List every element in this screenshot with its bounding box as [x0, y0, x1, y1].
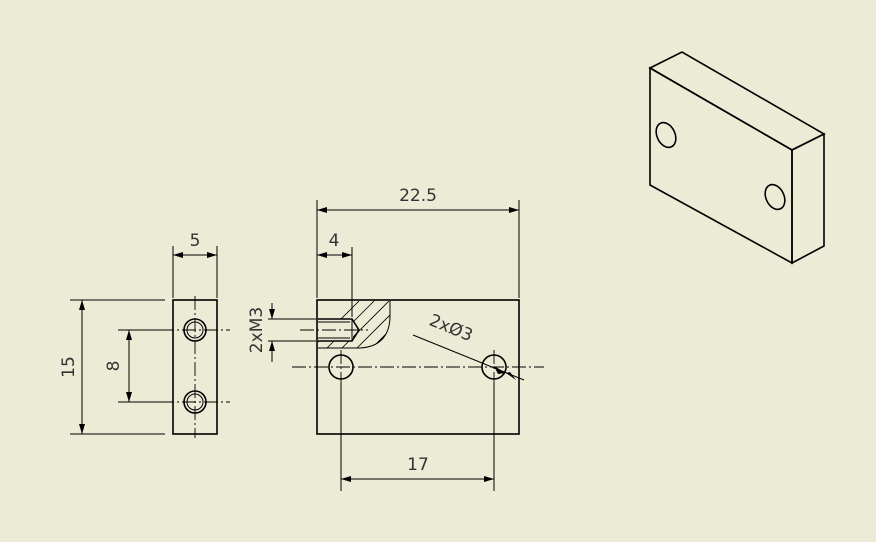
front-view-centerlines — [292, 350, 544, 384]
hole-callout: 2xØ3 — [412, 311, 525, 381]
dimension-thread-depth: 4 — [317, 231, 353, 317]
dimension-front-hole-spacing: 17 — [340, 382, 495, 491]
dimension-front-width: 22.5 — [316, 186, 520, 298]
dim-front-hole-spacing-text: 17 — [407, 455, 429, 475]
side-view: 5 15 8 — [59, 231, 230, 438]
isometric-view — [648, 51, 826, 265]
front-view: 22.5 4 2xM3 2xØ3 — [247, 186, 544, 491]
dim-front-width-text: 22.5 — [399, 186, 437, 206]
side-view-centerlines — [160, 296, 230, 438]
hole-callout-text: 2xØ3 — [426, 311, 475, 346]
dimension-side-hole-spacing: 8 — [104, 329, 165, 403]
dim-side-height-text: 15 — [59, 356, 79, 378]
dim-thread-depth-text: 4 — [329, 231, 340, 251]
thread-callout-text: 2xM3 — [247, 307, 267, 353]
dimension-side-width: 5 — [172, 231, 218, 298]
dimension-side-height: 15 — [59, 299, 165, 435]
iso-hole-left — [655, 121, 677, 149]
dim-side-hole-spacing-text: 8 — [104, 361, 124, 372]
broken-out-section — [300, 301, 391, 349]
dimension-thread-callout: 2xM3 — [247, 303, 316, 362]
iso-hole-right — [764, 183, 786, 211]
dim-side-width-text: 5 — [190, 231, 201, 251]
